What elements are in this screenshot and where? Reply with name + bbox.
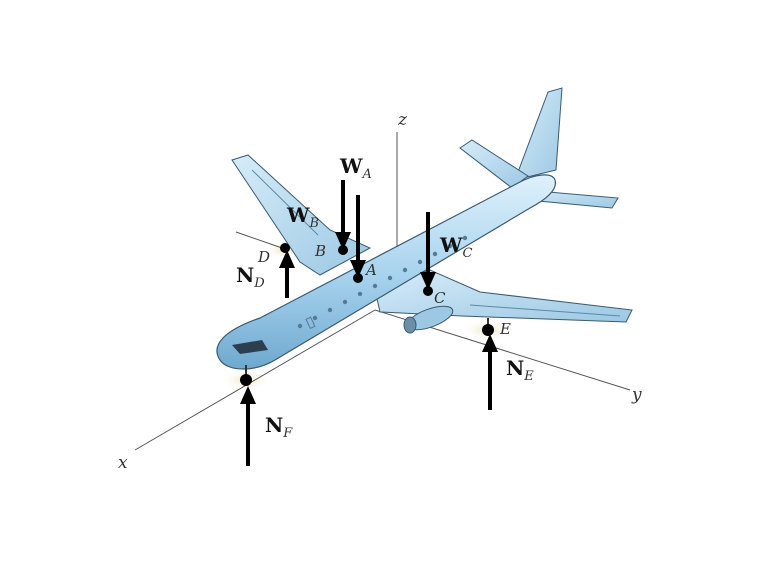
arrowhead-w-b xyxy=(335,232,351,250)
point-label-b: B xyxy=(314,242,326,260)
axis-label-x: x xyxy=(118,453,128,473)
cockpit-window xyxy=(232,340,268,354)
force-label-w-a: WA xyxy=(339,154,372,182)
arrowhead-w-c xyxy=(420,272,436,290)
fuselage xyxy=(216,174,556,370)
arrowhead-n-d xyxy=(279,250,295,268)
left-wing-flap-line xyxy=(251,169,319,236)
point-label-d: D xyxy=(257,248,270,266)
point-f-dot xyxy=(240,374,252,386)
axis-label-z: z xyxy=(397,110,408,130)
vertical-tail xyxy=(514,87,563,181)
force-label-w-b: WB xyxy=(286,203,319,231)
arrowhead-n-e xyxy=(482,334,498,352)
arrowhead-n-f xyxy=(240,386,256,404)
d-guide-line xyxy=(235,231,283,249)
right-engine-intake xyxy=(403,316,417,334)
point-label-c: C xyxy=(434,289,446,307)
force-label-n-e: NE xyxy=(506,356,534,384)
point-label-a: A xyxy=(364,261,377,279)
door xyxy=(305,316,316,330)
left-stabilizer xyxy=(459,139,529,189)
passenger-windows xyxy=(297,235,468,329)
point-d-dot xyxy=(280,243,290,253)
force-label-n-d: ND xyxy=(236,263,265,291)
force-label-n-f: NF xyxy=(265,413,293,441)
point-c-dot xyxy=(423,286,433,296)
point-label-e: E xyxy=(499,320,511,338)
right-wing-flap-line xyxy=(469,304,621,317)
arrowhead-w-a xyxy=(350,260,366,278)
point-e-dot xyxy=(482,324,494,336)
left-wing xyxy=(231,154,372,276)
force-label-w-c: WC xyxy=(439,233,472,261)
axis-label-y: y xyxy=(631,385,642,405)
x-axis-line xyxy=(134,309,376,451)
